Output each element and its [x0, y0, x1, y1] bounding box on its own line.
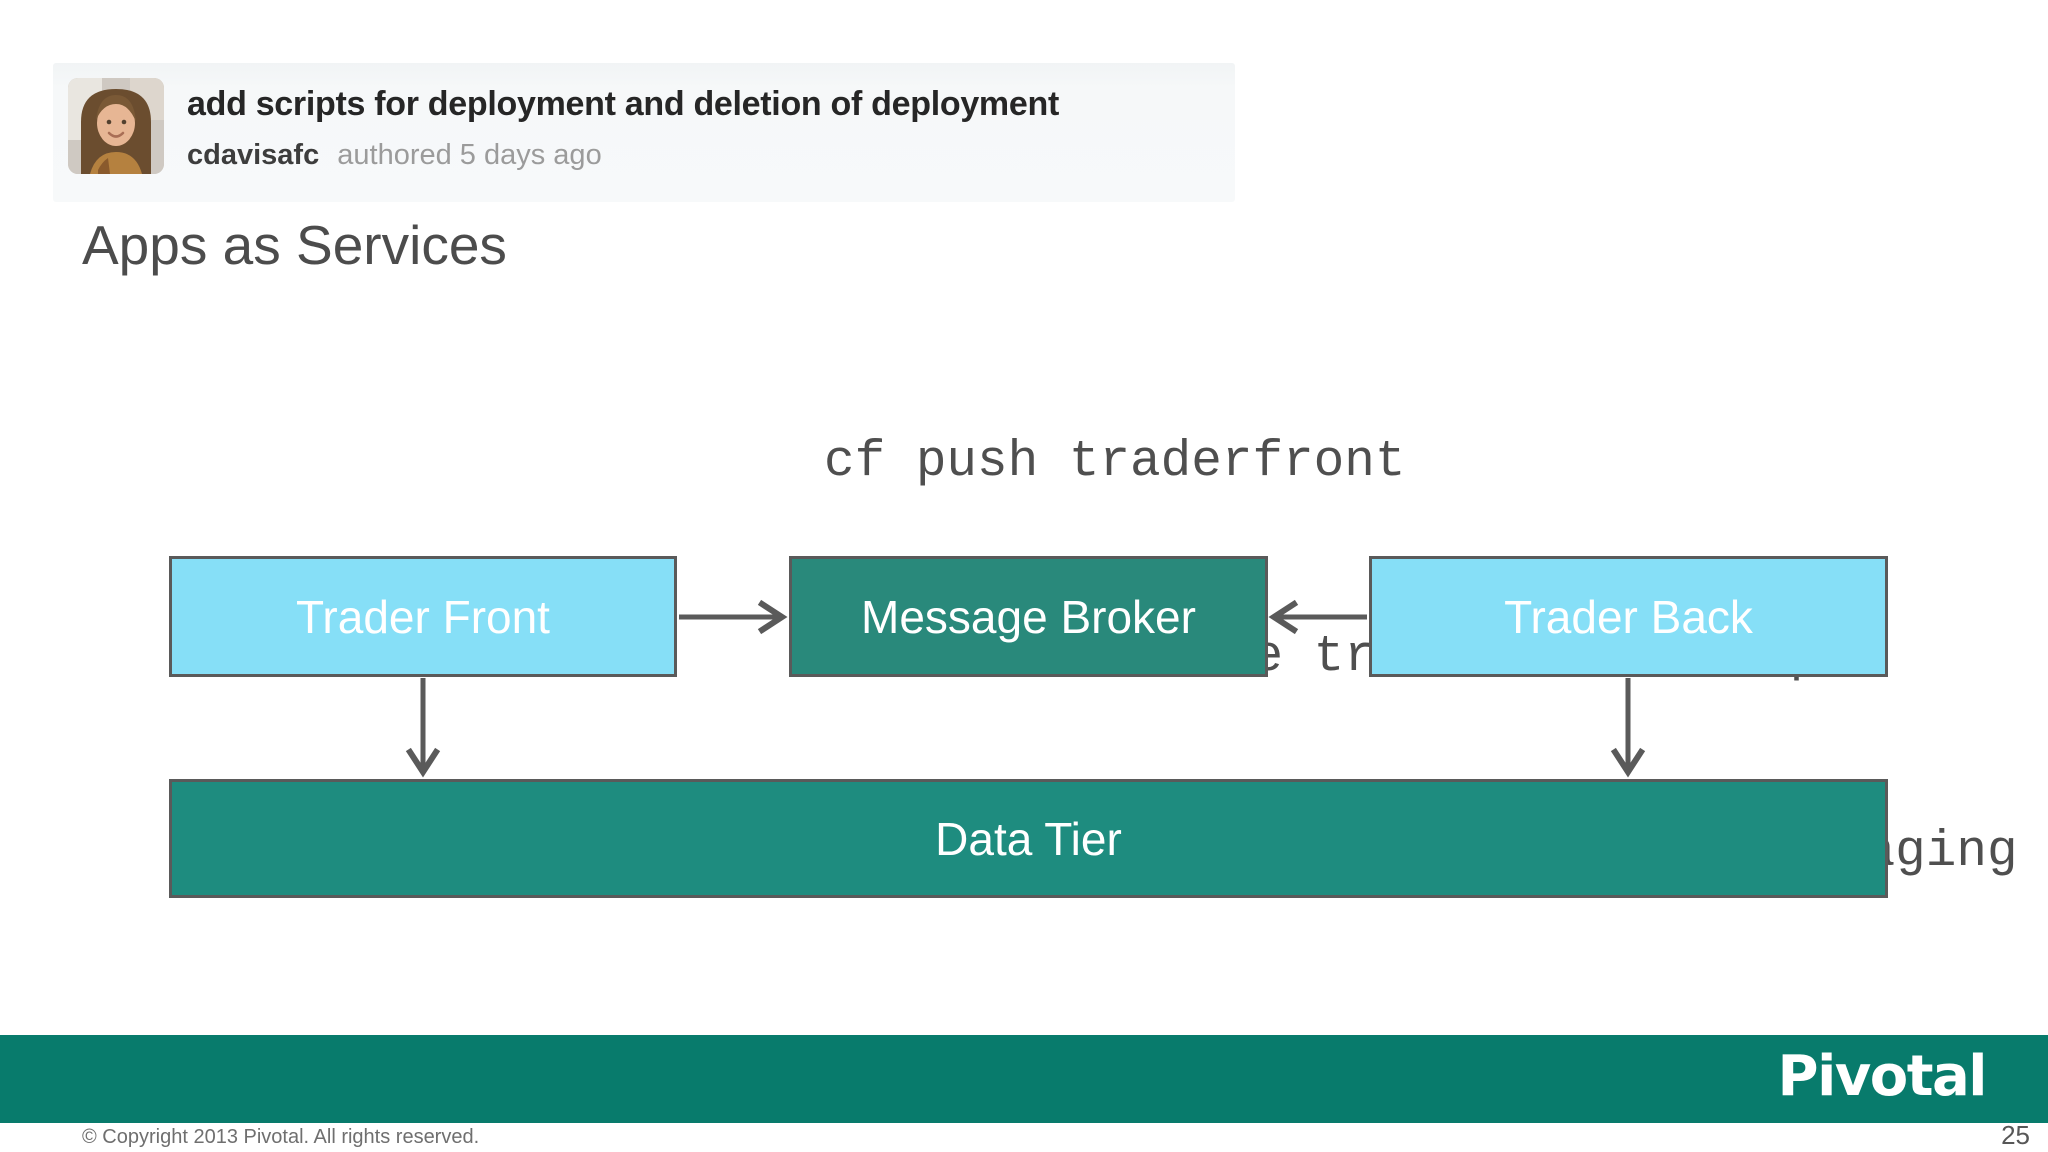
page-number: 25: [2001, 1120, 2030, 1150]
diagram-node-trader-back: Trader Back: [1369, 556, 1888, 677]
pivotal-logo: Pivotal: [1777, 1043, 1988, 1109]
commit-message: add scripts for deployment and deletion …: [187, 85, 1059, 123]
diagram-node-data-tier: Data Tier: [169, 779, 1888, 898]
avatar-photo-icon: [68, 78, 164, 174]
diagram-node-trader-front: Trader Front: [169, 556, 677, 677]
commit-meta: authored 5 days ago: [337, 139, 602, 171]
avatar: [68, 78, 164, 174]
code-line: cf push traderfront: [824, 434, 1406, 491]
copyright-text: © Copyright 2013 Pivotal. All rights res…: [82, 1126, 480, 1148]
page-title: Apps as Services: [82, 214, 507, 276]
commit-card: add scripts for deployment and deletion …: [53, 63, 1235, 202]
commit-author: cdavisafc: [187, 139, 320, 171]
brand-bar: Pivotal: [0, 1035, 2048, 1123]
diagram-node-message-broker: Message Broker: [789, 556, 1268, 677]
commit-byline: cdavisafc authored 5 days ago: [187, 139, 602, 172]
